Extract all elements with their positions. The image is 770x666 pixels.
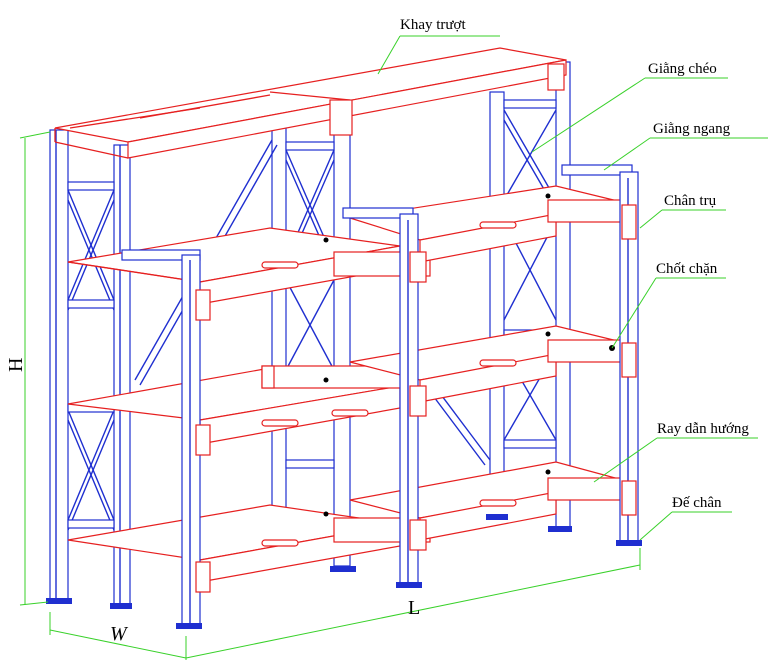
- label-ray-dan-huong: Ray dẫn hướng: [657, 421, 749, 437]
- upright-right-back: [489, 91, 505, 523]
- label-de-chan: Đế chân: [672, 495, 722, 511]
- top-tray-surface: [54, 47, 567, 143]
- label-chan-tru: Chân trụ: [664, 193, 717, 209]
- dimension-length: L: [408, 597, 420, 619]
- upright-center-mid: [333, 97, 351, 567]
- dimension-width: W: [110, 623, 129, 645]
- upright-center-back: [271, 89, 287, 561]
- top-tray: [54, 47, 567, 159]
- left-bay-trays: [67, 227, 431, 583]
- label-khay-truot: Khay trượt: [400, 17, 466, 33]
- leader-lines: [377, 35, 768, 541]
- dimension-lines: [19, 131, 641, 660]
- label-giang-cheo: Giằng chéo: [648, 61, 717, 77]
- base-foot: [46, 598, 72, 604]
- label-chot-chan: Chốt chặn: [656, 261, 718, 277]
- dimension-height: H: [5, 358, 27, 372]
- top-bracket: [329, 99, 353, 136]
- front-uprights: [46, 164, 642, 629]
- upright-left-back: [49, 129, 69, 601]
- label-giang-ngang: Giằng ngang: [653, 121, 731, 137]
- right-bay-trays: [349, 185, 635, 541]
